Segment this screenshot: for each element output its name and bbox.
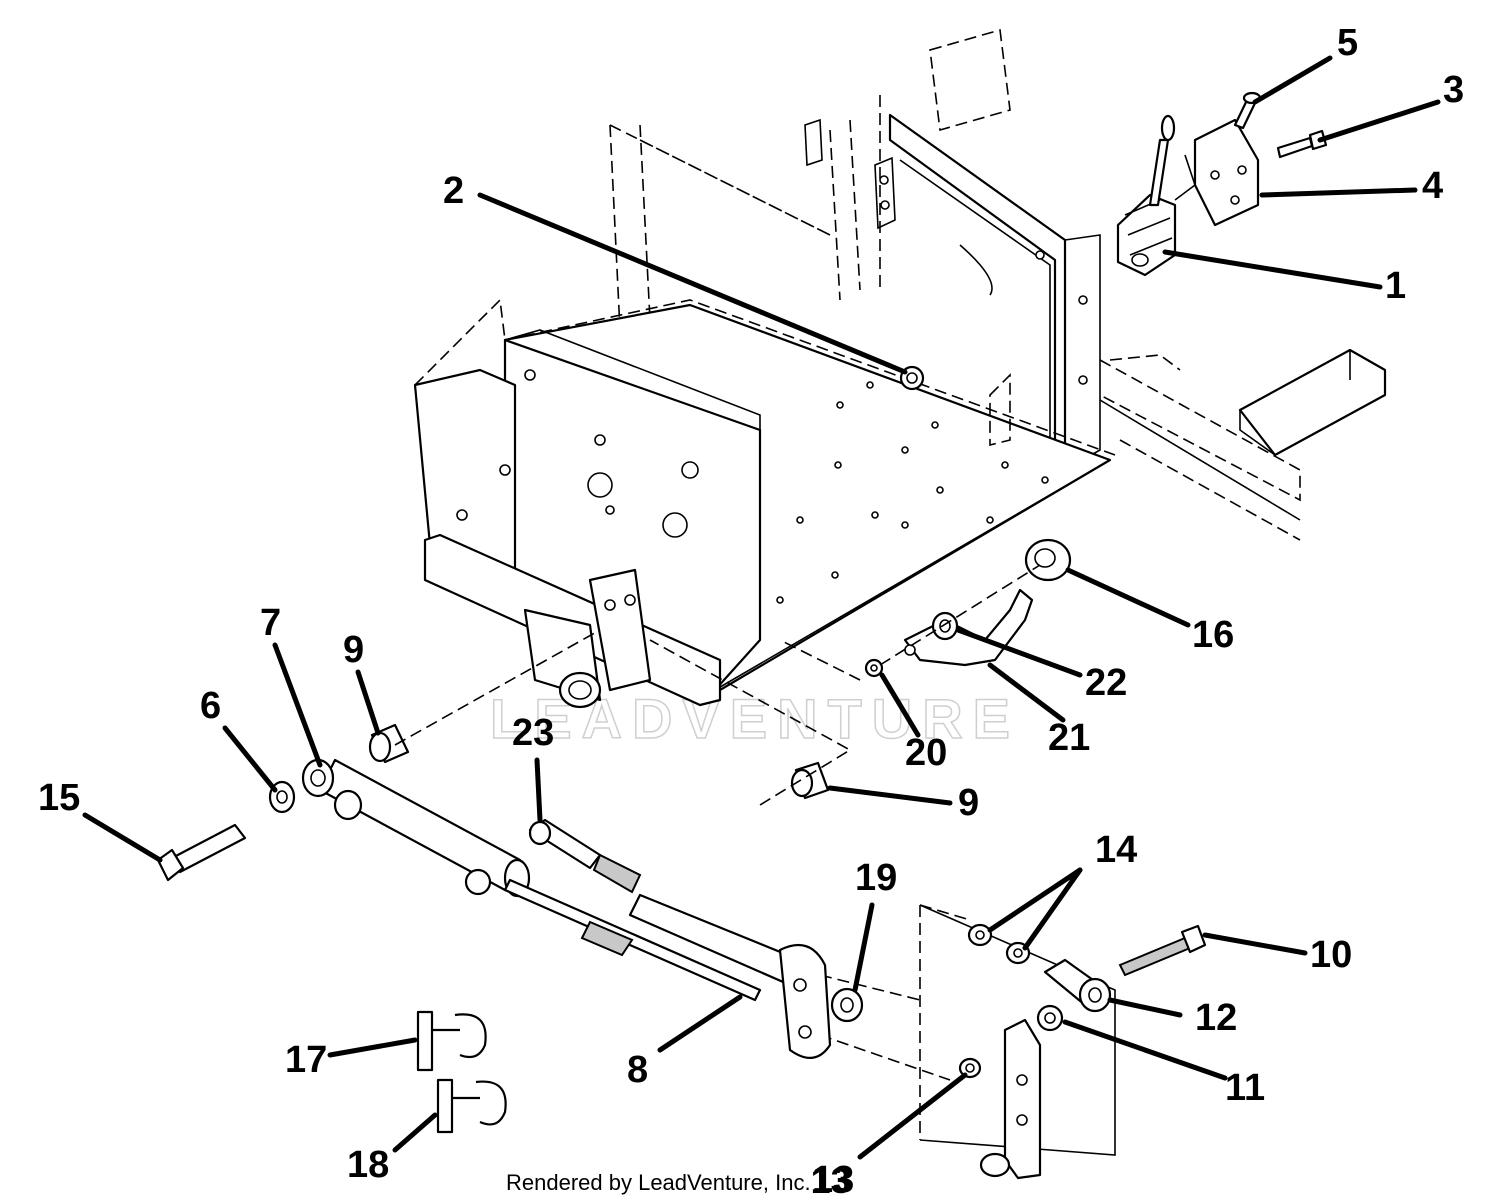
callout-21: 21 — [1048, 717, 1090, 759]
callout-5: 5 — [1337, 22, 1358, 64]
part-3-bolt — [1276, 129, 1328, 159]
part-15-bolt — [156, 823, 247, 882]
callout-1: 1 — [1385, 265, 1406, 307]
part-4-mounting-plate — [1174, 118, 1260, 227]
part-16-spacer — [1024, 538, 1072, 582]
callout-23: 23 — [512, 712, 554, 754]
callout-18: 18 — [347, 1144, 389, 1186]
chassis-frame — [413, 28, 1387, 709]
footer-credit: Rendered by LeadVenture, Inc. — [506, 1170, 811, 1195]
part-19-nut — [830, 987, 864, 1023]
part-6-washer — [268, 780, 296, 814]
callout-7: 7 — [260, 602, 281, 644]
callout-9-lower: 9 — [958, 782, 979, 824]
callout-19: 19 — [855, 857, 897, 899]
callout-numbers: 1 2 3 4 5 6 7 8 9 9 10 11 12 13 14 15 16… — [38, 22, 1464, 1201]
part-17-clip — [416, 1010, 487, 1072]
callout-12: 12 — [1195, 997, 1237, 1039]
part-12-rod-end — [1043, 958, 1112, 1013]
part-13-nut — [958, 1057, 982, 1079]
part-21-bracket-arm — [903, 588, 1034, 667]
part-7-hydraulic-cylinder — [301, 758, 762, 1002]
callout-15: 15 — [38, 777, 80, 819]
part-9-spacer-lower — [790, 761, 830, 800]
part-5-bolt — [1233, 91, 1262, 130]
part-18-clip — [436, 1078, 507, 1134]
callout-17: 17 — [285, 1039, 327, 1081]
part-11-washer — [1036, 1004, 1064, 1032]
part-2-grommet — [899, 365, 925, 391]
callout-10: 10 — [1310, 934, 1352, 976]
callout-4: 4 — [1422, 165, 1443, 207]
part-8-clevis-plate — [580, 893, 832, 1059]
part-14-nut-a — [967, 923, 993, 947]
alignment-lines — [394, 564, 1041, 1140]
callout-22: 22 — [1085, 662, 1127, 704]
footer-page-number: 13 — [810, 1160, 851, 1201]
part-20-washer — [864, 658, 884, 678]
callout-13: 13 — [812, 1159, 854, 1201]
part-9-spacer-upper — [368, 723, 410, 764]
callout-2: 2 — [443, 170, 464, 212]
callout-20: 20 — [905, 732, 947, 774]
part-22-bushing — [931, 611, 959, 641]
callout-6: 6 — [200, 685, 221, 727]
callout-14: 14 — [1095, 829, 1137, 871]
part-10-bolt — [1118, 924, 1207, 977]
callout-11: 11 — [1225, 1067, 1265, 1109]
footer: Rendered by LeadVenture, Inc.13 — [506, 1160, 851, 1202]
callout-9-upper: 9 — [343, 629, 364, 671]
leader-lines — [82, 55, 1441, 1160]
part-23-fitting — [528, 818, 642, 894]
callout-8: 8 — [627, 1049, 648, 1091]
callout-16: 16 — [1192, 614, 1234, 656]
callout-3: 3 — [1443, 69, 1464, 111]
